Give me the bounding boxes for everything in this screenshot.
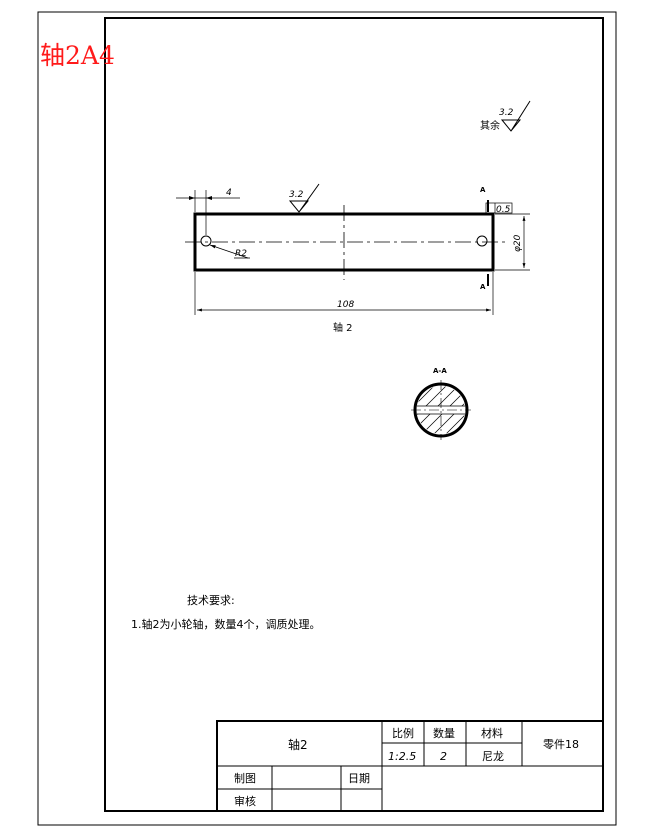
page-border — [37, 11, 617, 826]
tb-date-label: 日期 — [348, 772, 370, 785]
tb-scale-label: 比例 — [392, 726, 414, 740]
tb-material-value: 尼龙 — [482, 750, 504, 763]
diameter-label: φ20 — [513, 234, 523, 252]
tolerance-callout: 0.5 — [485, 202, 513, 215]
section-view: A-A — [411, 367, 471, 440]
tb-qty-label: 数量 — [433, 727, 455, 740]
hole-right — [476, 235, 488, 247]
roughness-general-symbol: 其余 3.2 — [480, 100, 531, 132]
offset-dimension: 4 — [176, 188, 240, 235]
title-block — [216, 720, 604, 812]
section-label: A-A — [433, 367, 447, 375]
roughness-surface-symbol: 3.2 — [288, 183, 320, 213]
tb-part-name: 轴2 — [288, 737, 308, 752]
notes-title: 技术要求: — [187, 594, 235, 607]
radius-label: R2 — [235, 249, 247, 259]
tolerance-label: 0.5 — [496, 205, 511, 215]
hole-left — [200, 235, 212, 247]
drawing-frame — [104, 17, 604, 812]
part-view-label: 轴 2 — [333, 321, 353, 334]
radius-callout: R2 — [209, 244, 250, 259]
tb-scale-value: 1:2.5 — [388, 750, 416, 763]
tb-part-no: 零件18 — [543, 738, 579, 751]
notes-line-1: 1.轴2为小轮轴，数量4个，调质处理。 — [131, 617, 321, 631]
section-cut-marks: A A — [480, 186, 489, 291]
roughness-general-prefix: 其余 — [480, 119, 500, 132]
tb-material-label: 材料 — [481, 726, 503, 740]
length-label: 108 — [337, 300, 354, 310]
offset-label: 4 — [226, 188, 232, 198]
roughness-surface-value: 3.2 — [289, 190, 304, 200]
section-mark-bottom: A — [480, 283, 486, 291]
length-dimension: 108 — [194, 272, 494, 315]
roughness-general-value: 3.2 — [499, 108, 514, 118]
section-mark-top: A — [480, 186, 486, 194]
sheet-label: 轴2A4 — [40, 41, 115, 70]
tb-qty-value: 2 — [440, 750, 447, 763]
tb-drawn-label: 制图 — [234, 772, 256, 785]
diameter-dimension: φ20 — [495, 213, 530, 271]
tb-check-label: 审核 — [234, 794, 256, 808]
